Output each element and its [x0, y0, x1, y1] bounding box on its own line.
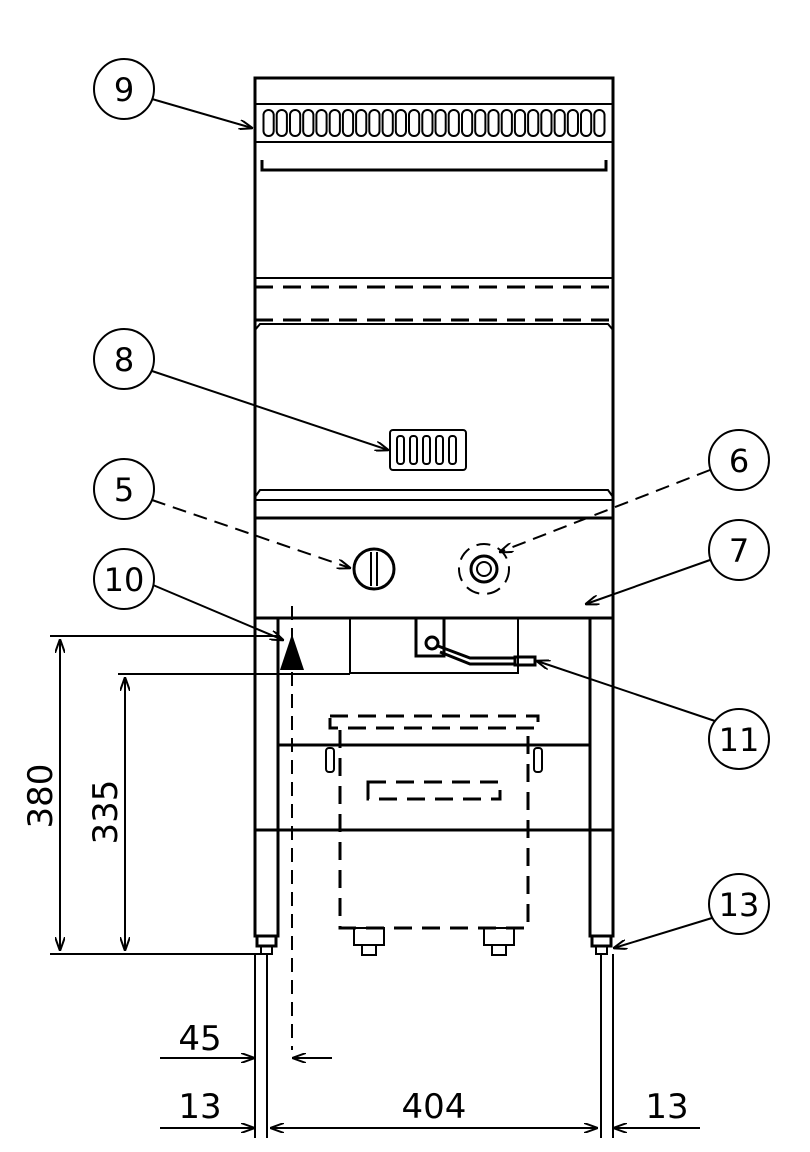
- dim-335-label: 335: [86, 780, 126, 845]
- dim-380-label: 380: [21, 764, 61, 829]
- vent-grille: [262, 109, 606, 137]
- vent-slot: [593, 109, 606, 137]
- callout-6-label: 6: [729, 442, 749, 480]
- callout-9-label: 9: [114, 71, 134, 109]
- pilot-window: [458, 543, 510, 595]
- vent-slot: [474, 109, 487, 137]
- vent-slot: [434, 109, 447, 137]
- vent-slot: [566, 109, 579, 137]
- vent-slot: [328, 109, 341, 137]
- cabinet-body: [253, 76, 615, 620]
- vent-slot: [381, 109, 394, 137]
- vent-slot: [289, 109, 302, 137]
- drain-valve: [349, 616, 537, 674]
- dim-45-label: 45: [178, 1019, 221, 1059]
- oil-level-mark: [280, 606, 304, 1050]
- vent-slot: [408, 109, 421, 137]
- vent-slot: [461, 109, 474, 137]
- callout-5-label: 5: [114, 471, 134, 509]
- callout-6: 6: [500, 429, 770, 552]
- vent-slot: [315, 109, 328, 137]
- vent-slot: [553, 109, 566, 137]
- dim-404-label: 404: [402, 1087, 467, 1127]
- callout-11-label: 11: [719, 721, 760, 759]
- vent-slot: [447, 109, 460, 137]
- callout-7-label: 7: [729, 532, 749, 570]
- vent-slot: [527, 109, 540, 137]
- dim-13-left-label: 13: [178, 1087, 221, 1127]
- vent-slot: [368, 109, 381, 137]
- vent-slot: [513, 109, 527, 137]
- callout-8-label: 8: [114, 341, 134, 379]
- callout-10: 10: [93, 548, 283, 640]
- callout-7: 7: [586, 519, 770, 604]
- drain-pan: [325, 714, 543, 956]
- dimension-lines: [50, 635, 700, 1138]
- gas-control-knob: [352, 547, 396, 591]
- vent-slot: [540, 109, 553, 137]
- panel-vent: [389, 429, 467, 471]
- callout-10-label: 10: [104, 561, 145, 599]
- callout-8: 8: [93, 328, 388, 450]
- dimension-labels: 380 335 45 13 404 13: [21, 764, 689, 1127]
- stand-frame: [253, 616, 615, 955]
- callout-5: 5: [93, 458, 350, 568]
- vent-slot: [487, 109, 500, 137]
- vent-slot: [500, 109, 513, 137]
- callout-11: 11: [537, 661, 770, 770]
- vent-slot: [341, 109, 355, 137]
- callout-13: 13: [614, 873, 770, 948]
- vent-slot: [421, 109, 434, 137]
- callout-13-label: 13: [719, 886, 760, 924]
- vent-slot: [275, 109, 288, 137]
- vent-slot: [580, 109, 593, 137]
- vent-slot: [355, 109, 368, 137]
- callout-9: 9: [93, 58, 252, 128]
- dim-13-right-label: 13: [645, 1087, 688, 1127]
- vent-slot: [302, 109, 315, 137]
- vent-slot: [394, 109, 407, 137]
- vent-slot: [262, 109, 275, 137]
